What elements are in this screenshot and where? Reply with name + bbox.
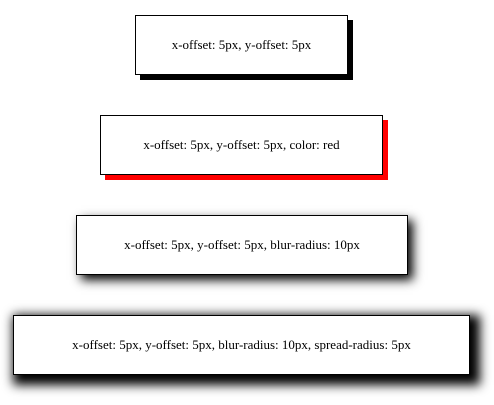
shadow-demo-label: x-offset: 5px, y-offset: 5px, color: red bbox=[143, 137, 340, 152]
shadow-demo-box-blur: x-offset: 5px, y-offset: 5px, blur-radiu… bbox=[76, 215, 408, 275]
shadow-demo-label: x-offset: 5px, y-offset: 5px bbox=[171, 37, 312, 52]
shadow-demo-box-basic: x-offset: 5px, y-offset: 5px bbox=[135, 15, 348, 75]
shadow-demo-label: x-offset: 5px, y-offset: 5px, blur-radiu… bbox=[124, 237, 360, 252]
shadow-demo-label: x-offset: 5px, y-offset: 5px, blur-radiu… bbox=[72, 337, 411, 352]
shadow-demo-box-spread: x-offset: 5px, y-offset: 5px, blur-radiu… bbox=[13, 315, 470, 375]
shadow-demo-box-red: x-offset: 5px, y-offset: 5px, color: red bbox=[100, 115, 383, 175]
